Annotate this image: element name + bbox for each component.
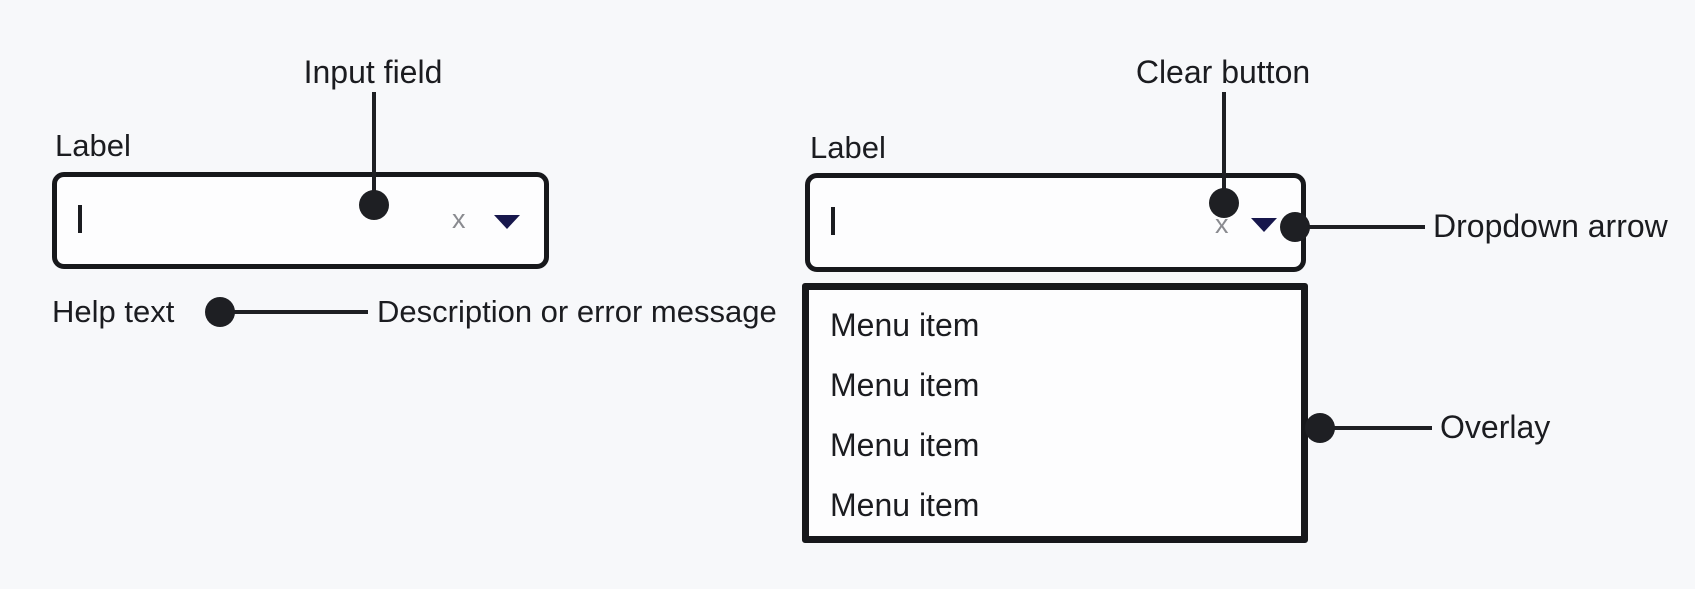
annotation-help-description-label: Description or error message	[377, 294, 777, 329]
annotation-clear-button-label: Clear button	[1135, 54, 1311, 90]
annotation-input-field-line	[372, 92, 376, 205]
annotation-input-field-label: Input field	[303, 54, 443, 90]
menu-item[interactable]: Menu item	[830, 487, 980, 523]
menu-item[interactable]: Menu item	[830, 427, 980, 463]
dropdown-arrow-icon[interactable]	[1251, 218, 1277, 232]
left-combobox-help-text: Help text	[52, 294, 175, 329]
annotation-help-line	[220, 310, 368, 314]
annotation-overlay-label: Overlay	[1440, 409, 1551, 445]
text-cursor-icon	[831, 207, 835, 235]
dropdown-menu-overlay: Menu item Menu item Menu item Menu item	[802, 283, 1308, 543]
right-combobox-label: Label	[810, 130, 886, 165]
annotation-clear-button-line	[1222, 92, 1226, 203]
dropdown-arrow-icon[interactable]	[494, 215, 520, 229]
clear-button[interactable]: x	[452, 204, 466, 234]
annotation-dropdown-arrow-line	[1295, 225, 1425, 229]
menu-item[interactable]: Menu item	[830, 367, 980, 403]
left-combobox-label: Label	[55, 128, 131, 163]
annotation-input-field-dot	[359, 190, 389, 220]
right-combobox-input[interactable]: x	[805, 173, 1306, 272]
text-cursor-icon	[78, 205, 82, 233]
menu-item[interactable]: Menu item	[830, 307, 980, 343]
left-combobox-input[interactable]: x	[52, 172, 549, 269]
annotation-dropdown-arrow-label: Dropdown arrow	[1433, 208, 1668, 244]
annotation-clear-button-dot	[1209, 188, 1239, 218]
annotation-overlay-line	[1320, 426, 1432, 430]
